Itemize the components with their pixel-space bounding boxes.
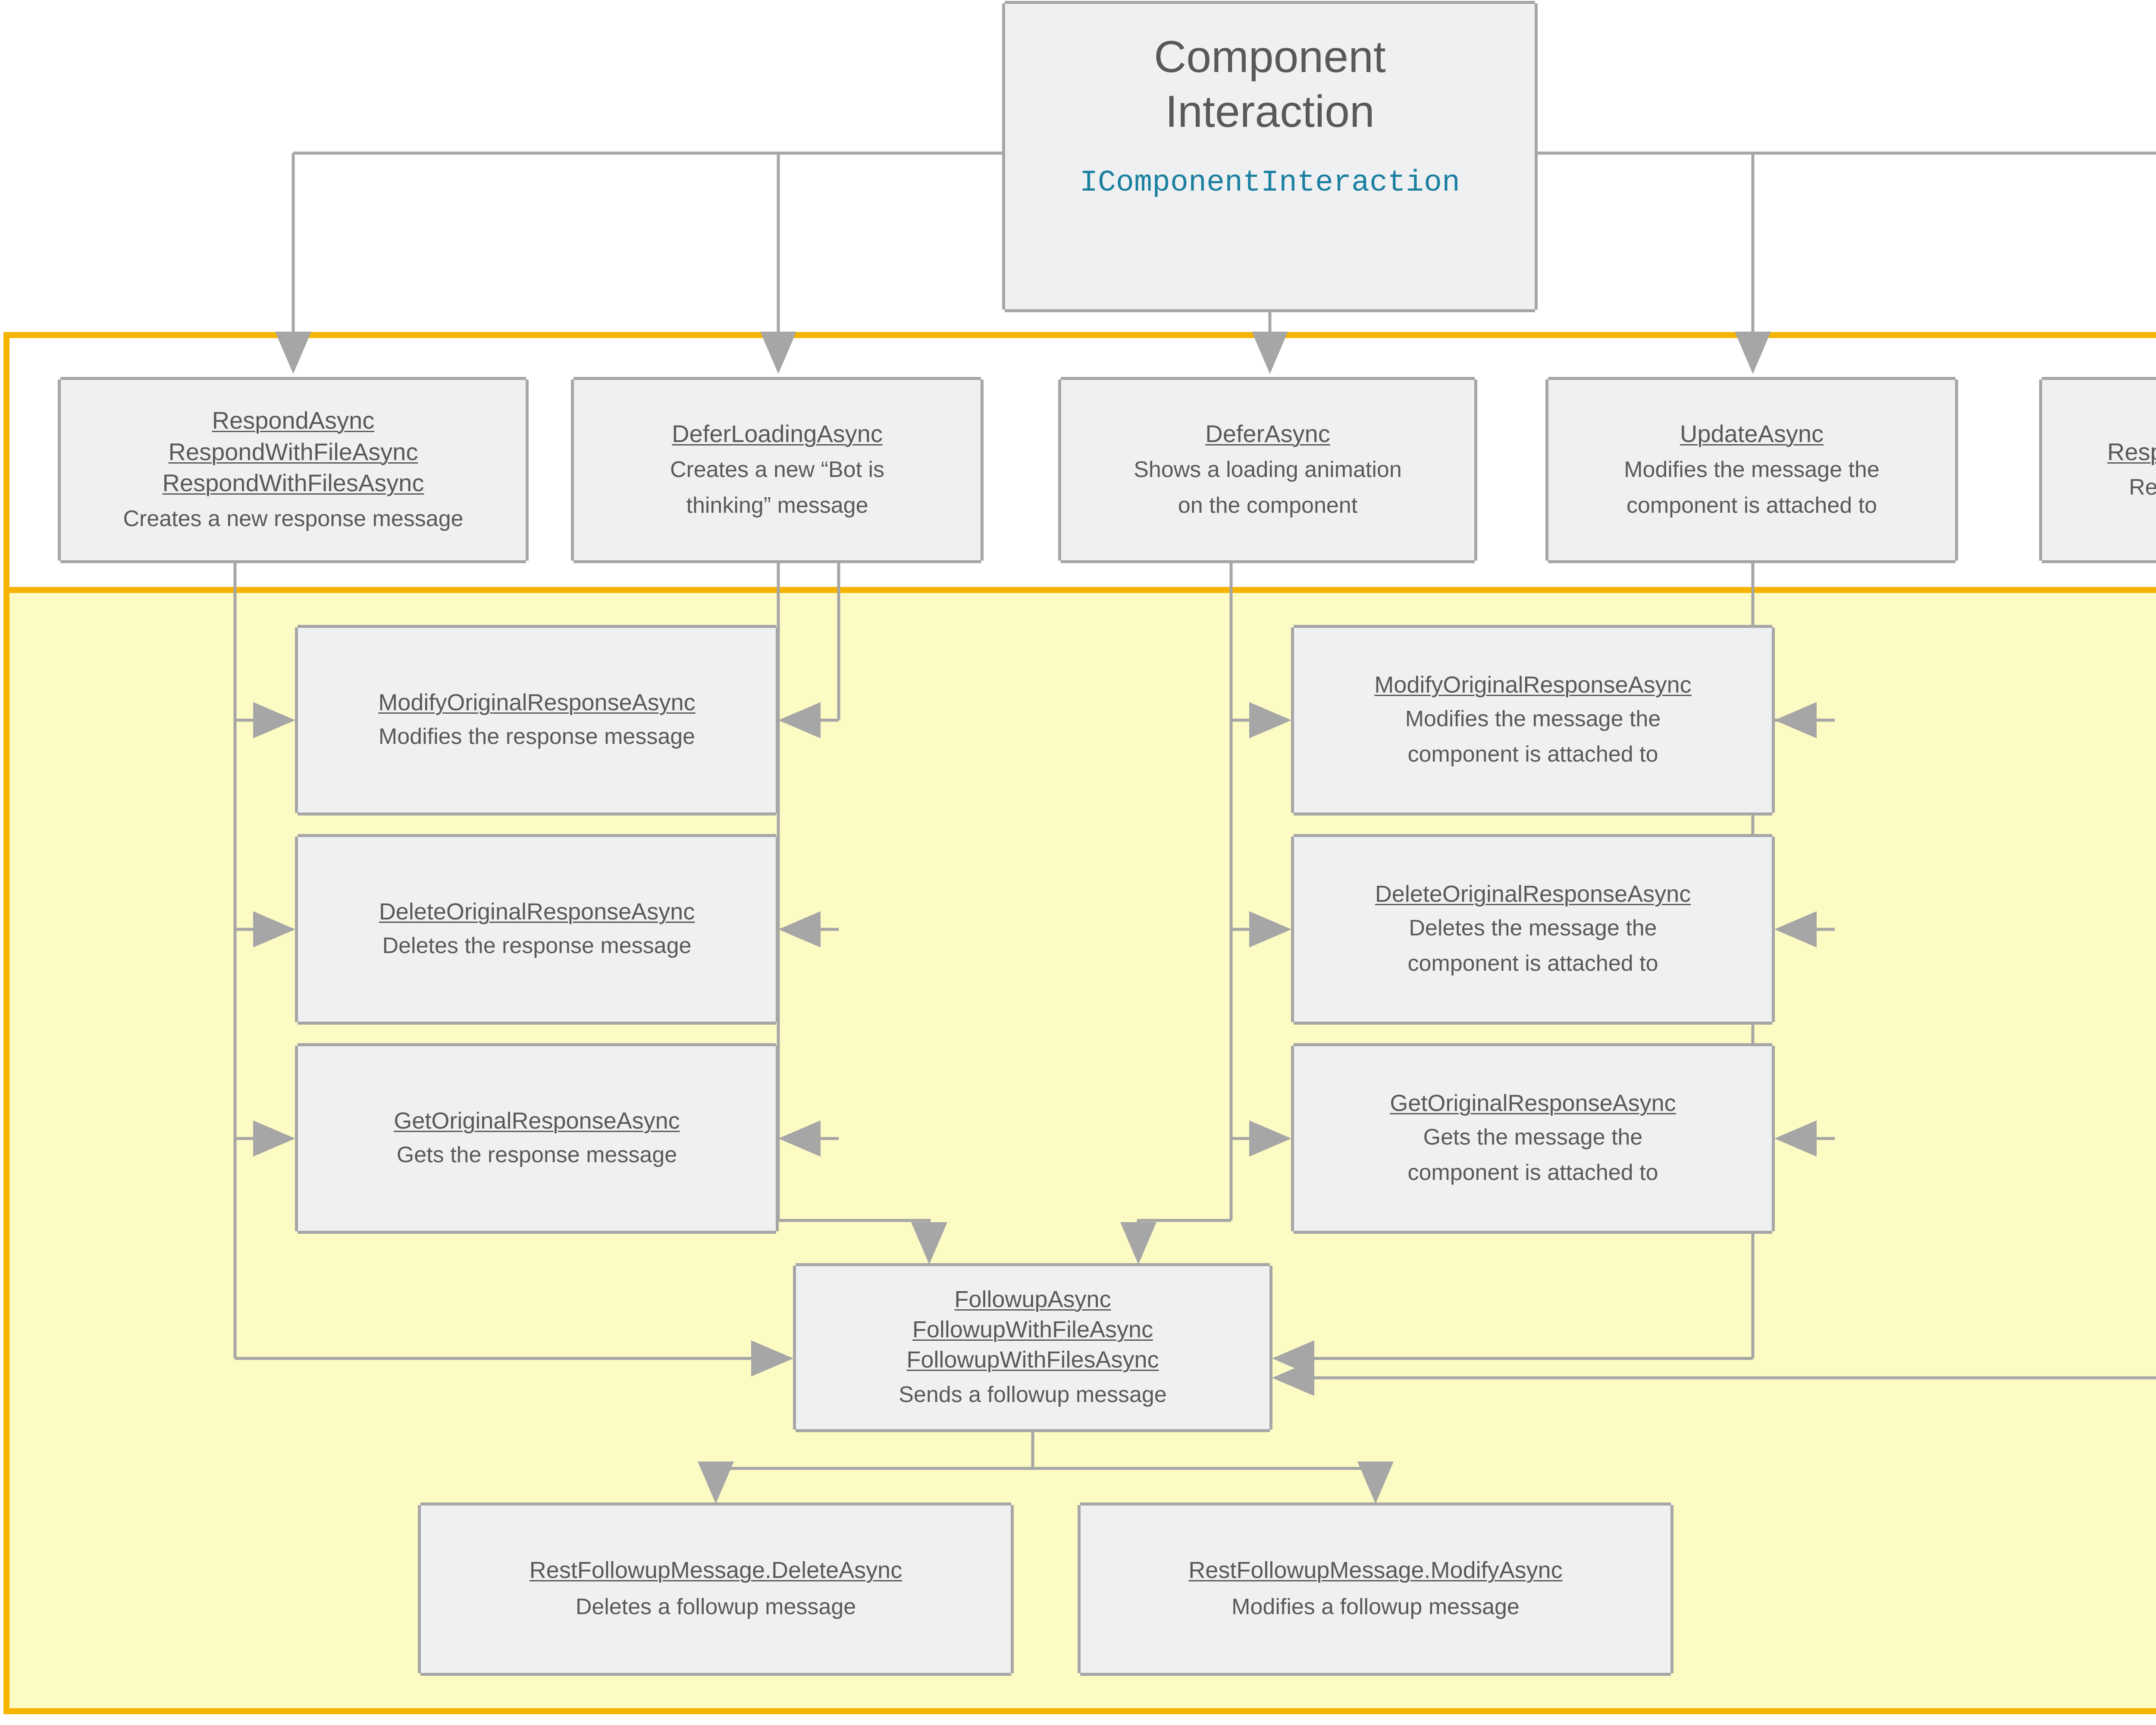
- method-desc: Deletes the message the: [1409, 916, 1657, 941]
- method-name: DeleteOriginalResponseAsync: [1375, 881, 1691, 907]
- method-name: DeferAsync: [1205, 420, 1330, 447]
- node-defer-async[interactable]: DeferAsync Shows a loading animation on …: [1061, 380, 1475, 561]
- method-desc: Gets the response message: [396, 1142, 677, 1168]
- method-desc: Deletes a followup message: [575, 1594, 856, 1620]
- node-defer-loading-async[interactable]: DeferLoadingAsync Creates a new “Bot is …: [573, 380, 981, 561]
- method-name: GetOriginalResponseAsync: [1390, 1090, 1676, 1117]
- method-desc: Shows a loading animation: [1134, 457, 1402, 482]
- method-name: UpdateAsync: [1680, 420, 1824, 447]
- method-name: RespondAsync: [212, 406, 375, 434]
- method-name: RespondWithFileAsync: [168, 438, 418, 465]
- method-desc: Modifies a followup message: [1232, 1594, 1520, 1620]
- node-modify-original-response-async-middle[interactable]: ModifyOriginalResponseAsync Modifies the…: [1294, 627, 1772, 813]
- method-name: DeleteOriginalResponseAsync: [379, 898, 695, 925]
- method-desc: Responds with a modal: [2129, 475, 2156, 500]
- method-desc: component is attached to: [1407, 742, 1658, 767]
- method-name: RespondWithFilesAsync: [162, 469, 424, 497]
- method-desc: Sends a followup message: [899, 1382, 1167, 1408]
- method-name: RestFollowupMessage.ModifyAsync: [1188, 1557, 1563, 1583]
- method-desc: component is attached to: [1407, 951, 1658, 976]
- method-desc: Modifies the message the: [1624, 457, 1880, 482]
- method-desc: thinking” message: [686, 493, 868, 518]
- node-modify-original-response-async-left[interactable]: ModifyOriginalResponseAsync Modifies the…: [298, 627, 776, 813]
- method-desc: Gets the message the: [1423, 1125, 1643, 1150]
- method-desc: Creates a new “Bot is: [670, 457, 885, 482]
- method-name: RespondWithModalAsync: [2107, 438, 2156, 465]
- node-component-interaction[interactable]: Component Interaction IComponentInteract…: [1005, 3, 1535, 310]
- method-desc: component is attached to: [1626, 493, 1877, 518]
- method-desc: Creates a new response message: [123, 506, 464, 532]
- root-title-line1: Component: [1154, 32, 1386, 82]
- method-name: FollowupWithFilesAsync: [906, 1347, 1159, 1373]
- method-name: GetOriginalResponseAsync: [394, 1107, 680, 1134]
- node-get-original-response-async-left[interactable]: GetOriginalResponseAsync Gets the respon…: [298, 1046, 776, 1231]
- method-name: ModifyOriginalResponseAsync: [378, 689, 696, 715]
- root-title-line2: Interaction: [1165, 86, 1375, 137]
- node-rest-followup-message-delete-async[interactable]: RestFollowupMessage.DeleteAsync Deletes …: [420, 1505, 1011, 1673]
- method-desc: component is attached to: [1407, 1160, 1658, 1186]
- method-name: ModifyOriginalResponseAsync: [1374, 672, 1692, 698]
- node-delete-original-response-async-middle[interactable]: DeleteOriginalResponseAsync Deletes the …: [1294, 837, 1772, 1022]
- node-followup-async[interactable]: FollowupAsync FollowupWithFileAsync Foll…: [796, 1266, 1270, 1430]
- node-respond-with-modal-async[interactable]: RespondWithModalAsync Responds with a mo…: [2042, 380, 2156, 561]
- method-desc: on the component: [1178, 493, 1358, 518]
- method-desc: Modifies the message the: [1405, 706, 1661, 732]
- node-delete-original-response-async-left[interactable]: DeleteOriginalResponseAsync Deletes the …: [298, 837, 776, 1022]
- method-name: DeferLoadingAsync: [672, 420, 883, 447]
- method-name: FollowupAsync: [954, 1286, 1111, 1312]
- method-desc: Deletes the response message: [382, 933, 692, 959]
- method-name: FollowupWithFileAsync: [912, 1316, 1153, 1342]
- node-rest-followup-message-modify-async[interactable]: RestFollowupMessage.ModifyAsync Modifies…: [1080, 1505, 1671, 1673]
- node-get-original-response-async-middle[interactable]: GetOriginalResponseAsync Gets the messag…: [1294, 1046, 1772, 1231]
- root-interface-name: IComponentInteraction: [1079, 166, 1460, 200]
- method-name: RestFollowupMessage.DeleteAsync: [529, 1557, 903, 1583]
- node-respond-async[interactable]: RespondAsync RespondWithFileAsync Respon…: [60, 380, 526, 561]
- node-update-async[interactable]: UpdateAsync Modifies the message the com…: [1548, 380, 1955, 561]
- method-desc: Modifies the response message: [378, 724, 696, 750]
